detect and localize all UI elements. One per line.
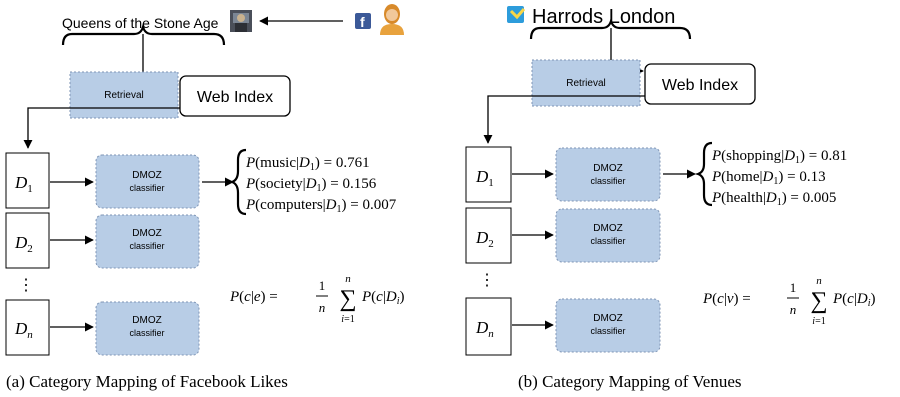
prob-row-2-b: P(home|D1) = 0.13 [711,169,826,187]
svg-text:n: n [816,275,822,287]
classifier-label-1-b: classifier [590,176,625,186]
svg-text:n: n [790,302,797,317]
documents-ellipsis-b: ⋮ [479,272,495,289]
svg-text:P(c|e) =: P(c|e) = [229,289,278,305]
classifier-label-n-a: classifier [129,328,164,338]
prob-row-2-a: P(society|D1) = 0.156 [245,176,377,194]
retrieve-arrow-a [23,107,180,149]
dmoz-label-1-b: DMOZ [593,163,622,174]
retrieval-box-b [531,59,641,107]
svg-text:∑: ∑ [810,288,827,314]
dmoz-classifier-1-b [555,147,661,202]
document-2-b [465,207,512,264]
svg-text:P(c|Di): P(c|Di) [832,291,875,309]
retrieval-label-b: Retrieval [566,78,605,89]
dmoz-classifier-2-a [95,214,200,269]
svg-text:f: f [360,14,365,30]
svg-text:∑: ∑ [339,286,356,312]
svg-text:P(c|v) =: P(c|v) = [702,291,751,307]
facebook-icon: f [355,13,371,30]
svg-text:1: 1 [790,280,797,295]
aggregation-formula-b: P(c|v) = 1 n ∑ n i=1 P(c|Di) [702,275,875,327]
prob-row-3-b: P(health|D1) = 0.005 [711,190,836,208]
svg-text:n: n [319,300,326,315]
document-n-a [5,299,50,356]
prob-row-1-a: P(music|D1) = 0.761 [245,155,370,173]
prob-row-1-b: P(shopping|D1) = 0.81 [711,148,847,166]
probs-brace-a [228,148,247,216]
classifier-label-1-a: classifier [129,183,164,193]
prob-row-3-a: P(computers|D1) = 0.007 [245,197,397,215]
svg-text:i=1: i=1 [341,314,354,325]
band-photo-icon [230,10,252,32]
aggregation-formula-a: P(c|e) = 1 n ∑ n i=1 P(c|Di) [229,273,404,325]
retrieval-box-a [69,71,179,119]
retrieve-arrow-b [483,95,645,144]
panel-a: Queens of the Stone Age f Retrieval [5,4,404,391]
document-n-b [465,297,512,356]
classifier-label-2-b: classifier [590,236,625,246]
web-index-label-a: Web Index [197,89,273,106]
dmoz-classifier-1-a [95,154,200,209]
svg-text:n: n [345,273,351,285]
probs-brace-b [694,141,713,207]
dmoz-label-1-a: DMOZ [132,170,161,181]
web-index-box-b [644,63,756,105]
dmoz-classifier-2-b [555,208,661,263]
retrieval-label-a: Retrieval [104,90,143,101]
svg-text:P(c|Di): P(c|Di) [361,289,404,307]
dmoz-label-2-a: DMOZ [132,228,161,239]
classifier-label-n-b: classifier [590,326,625,336]
caption-b: (b) Category Mapping of Venues [518,372,741,391]
entity-label-b: Harrods London [532,6,675,28]
document-1-b [465,146,512,203]
web-index-label-b: Web Index [662,77,738,94]
entity-brace-b [529,17,692,40]
dmoz-label-n-b: DMOZ [593,313,622,324]
documents-ellipsis-a: ⋮ [18,277,34,294]
document-1-a [5,152,50,209]
dmoz-classifier-n-a [95,301,200,356]
foursquare-icon [507,6,526,23]
dmoz-label-n-a: DMOZ [132,315,161,326]
svg-text:i=1: i=1 [812,316,825,327]
dmoz-label-2-b: DMOZ [593,223,622,234]
entity-label-a: Queens of the Stone Age [62,15,219,31]
document-2-a [5,212,50,269]
dmoz-classifier-n-b [555,298,661,353]
svg-text:1: 1 [319,278,326,293]
user-avatar-icon [380,4,404,35]
entity-brace-a [61,23,226,46]
classifier-label-2-a: classifier [129,241,164,251]
caption-a: (a) Category Mapping of Facebook Likes [6,372,288,391]
panel-b: Harrods London Retrieval Web Index D1 D2… [465,6,875,391]
web-index-box-a [179,75,291,117]
